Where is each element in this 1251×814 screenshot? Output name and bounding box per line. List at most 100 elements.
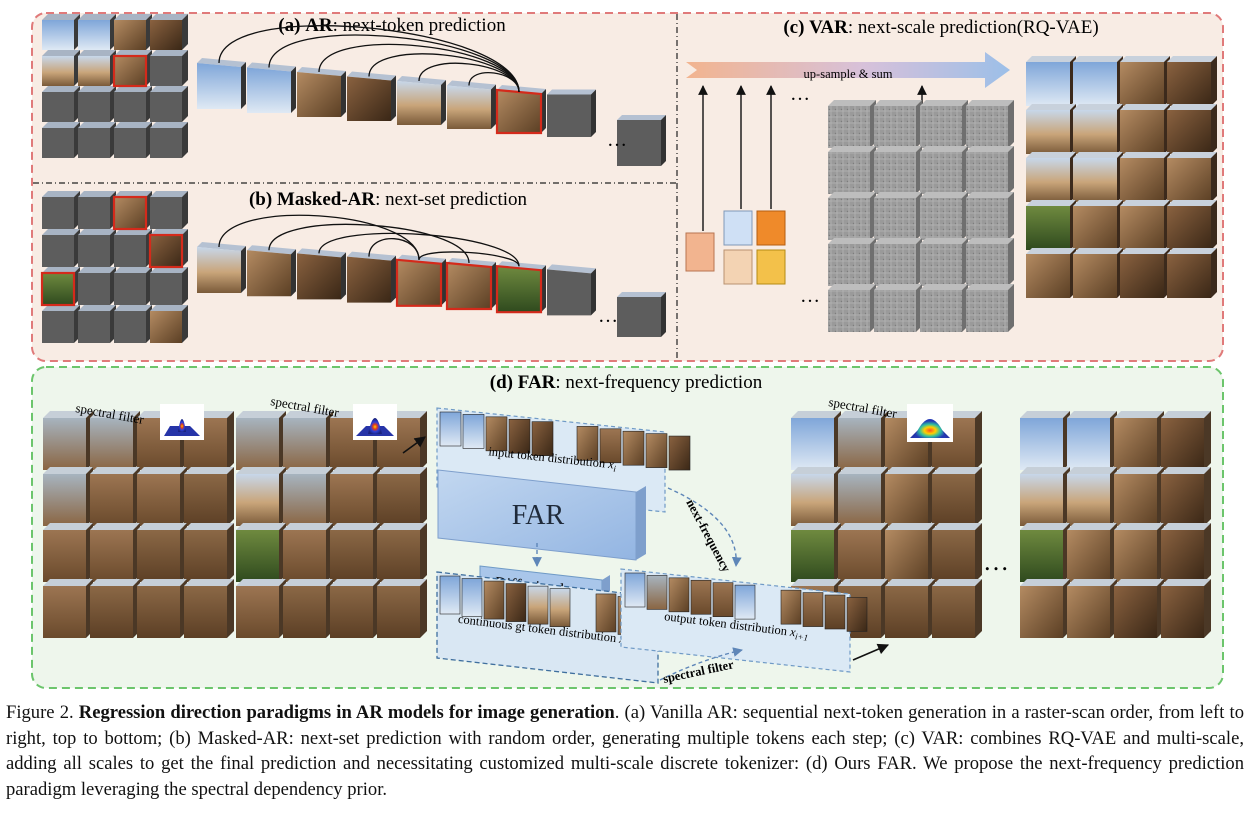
- selected-token-highlight: [148, 233, 184, 269]
- far-token: [838, 523, 888, 582]
- far-token: [1114, 411, 1164, 470]
- strip-token: [485, 416, 508, 452]
- far-token: [137, 579, 187, 638]
- output-token: [1073, 248, 1123, 298]
- strip-token: [668, 577, 690, 613]
- far-token: [1114, 467, 1164, 526]
- strip-token: [483, 580, 505, 620]
- far-token: [791, 411, 841, 470]
- output-token: [1026, 56, 1076, 106]
- strip-token: [780, 589, 802, 625]
- sequence-token: [447, 80, 496, 129]
- next-frequency-curve: [667, 487, 742, 567]
- grid-token: [114, 86, 152, 122]
- residual-token: [828, 146, 876, 194]
- far-token: [377, 467, 427, 526]
- output-token: [1167, 248, 1217, 298]
- var-scale-tokens: [685, 210, 786, 285]
- far-token: [885, 467, 935, 526]
- far-token: [1161, 579, 1211, 638]
- masked-ar-token-grid: [40, 191, 188, 343]
- strip-token: [734, 584, 756, 620]
- residual-token: [966, 146, 1014, 194]
- spectral-peak-icon-2: [353, 404, 397, 440]
- output-token: [1073, 200, 1123, 250]
- masked-ar-ellipsis: …: [598, 305, 618, 327]
- grid-token: [78, 305, 116, 343]
- strip-token: [712, 582, 734, 617]
- output-token: [1026, 248, 1076, 298]
- sequence-token: [617, 115, 666, 166]
- far-sharp-grid: [1020, 411, 1211, 638]
- far-token: [932, 523, 982, 582]
- output-token: [1167, 152, 1217, 202]
- far-token: [791, 523, 841, 582]
- far-token: [1020, 411, 1070, 470]
- selected-token-highlight: [40, 271, 76, 307]
- grid-token: [114, 191, 152, 229]
- strip-token: [462, 414, 485, 449]
- dependency-arc: [468, 72, 520, 93]
- strip-token: [668, 435, 691, 471]
- residual-token: [828, 238, 876, 286]
- ar-dependency-arcs: [218, 25, 520, 93]
- sequence-token: [547, 264, 596, 316]
- far-token: [283, 411, 333, 470]
- far-token: [283, 467, 333, 526]
- far-token: [1067, 467, 1117, 526]
- arrow-to-next-grid: [852, 643, 890, 661]
- far-blurred-grid-2: [236, 411, 427, 638]
- grid-token: [78, 122, 116, 158]
- output-token: [1026, 200, 1076, 250]
- far-token: [791, 467, 841, 526]
- far-token: [1161, 411, 1211, 470]
- strip-token: [461, 578, 483, 617]
- dependency-arc: [268, 34, 520, 93]
- output-token: [1026, 152, 1076, 202]
- var-ellipsis-top: …: [790, 83, 810, 105]
- dependency-arc: [268, 223, 470, 264]
- spectral-filter-return-curve: [659, 647, 743, 681]
- far-token: [330, 467, 380, 526]
- dependency-arc: [368, 53, 520, 93]
- var-upsample-arrow: up-sample & sum: [686, 52, 1010, 88]
- far-token: [236, 523, 286, 582]
- far-token: [932, 579, 982, 638]
- svg-text:FAR: FAR: [512, 500, 565, 531]
- grid-token: [114, 305, 152, 343]
- panel-d-title: (d) FAR: next-frequency prediction: [490, 372, 763, 393]
- sequence-token: [617, 292, 666, 337]
- grid-token: [114, 50, 152, 86]
- grid-token: [78, 191, 116, 229]
- figure-caption: Figure 2. Regression direction paradigms…: [6, 700, 1244, 802]
- residual-token: [920, 238, 968, 286]
- far-token: [1020, 523, 1070, 582]
- var-residual-grid: [828, 100, 1014, 332]
- residual-token: [874, 284, 922, 332]
- svg-text:up-sample & sum: up-sample & sum: [804, 67, 893, 81]
- far-token: [43, 523, 93, 582]
- far-token: [184, 579, 234, 638]
- dependency-arc: [418, 251, 520, 267]
- output-token: [1167, 56, 1217, 106]
- grid-token: [150, 86, 188, 122]
- far-token: [885, 523, 935, 582]
- output-token: [1120, 200, 1170, 250]
- output-token: [1073, 152, 1123, 202]
- residual-token: [828, 284, 876, 332]
- sequence-token: [297, 67, 346, 117]
- ar-token-sequence: [197, 58, 666, 166]
- grid-token: [78, 86, 116, 122]
- grid-token: [150, 305, 188, 343]
- sequence-token: [495, 261, 546, 314]
- far-token: [184, 467, 234, 526]
- strip-token: [645, 433, 668, 468]
- far-token: [1067, 523, 1117, 582]
- dependency-arc: [368, 237, 420, 260]
- strip-token: [576, 426, 599, 461]
- far-token: [885, 579, 935, 638]
- grid-token: [78, 14, 116, 50]
- far-token: [1114, 523, 1164, 582]
- sequence-token: [247, 245, 296, 297]
- spectral-peak-icon-1: [160, 404, 204, 440]
